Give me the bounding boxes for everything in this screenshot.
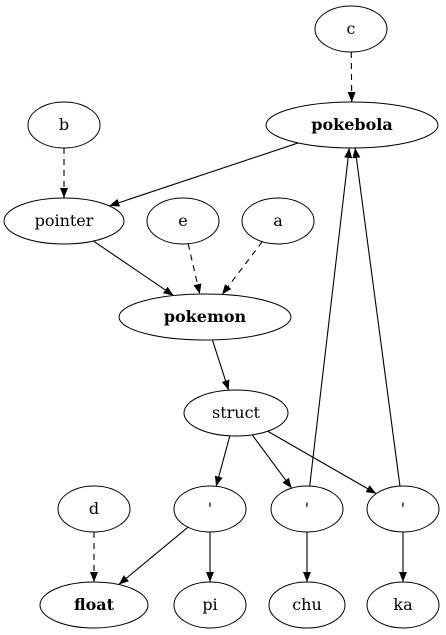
- node-prime-1[interactable]: ': [173, 485, 247, 533]
- node-ka-label: ka: [393, 595, 413, 614]
- edge-pokebola-to-pointer: [109, 142, 299, 207]
- node-d[interactable]: d: [57, 485, 131, 533]
- edge-pointer-to-pokemon: [93, 240, 174, 297]
- edge-struct-to-p1: [214, 435, 231, 487]
- edge-a-to-pokemon: [221, 241, 263, 295]
- nodes-layer: c pokebola b pointer e a pokemon struct: [3, 5, 440, 629]
- edge-e-to-pokemon: [187, 243, 202, 295]
- node-c[interactable]: c: [314, 5, 388, 53]
- node-struct[interactable]: struct: [183, 389, 289, 437]
- node-e-label: e: [178, 211, 187, 230]
- edges-layer: [60, 51, 407, 585]
- node-pokemon[interactable]: pokemon: [118, 293, 292, 341]
- node-b[interactable]: b: [27, 101, 101, 149]
- node-struct-label: struct: [212, 403, 261, 422]
- edge-struct-to-p2: [251, 434, 293, 489]
- node-chu[interactable]: chu: [268, 581, 346, 629]
- node-pointer-label: pointer: [35, 211, 94, 230]
- edge-p2-to-pokebola: [309, 147, 353, 487]
- node-chu-label: chu: [292, 595, 322, 614]
- node-pokebola[interactable]: pokebola: [265, 101, 439, 149]
- node-ka[interactable]: ka: [366, 581, 440, 629]
- edge-pokemon-to-struct: [211, 339, 230, 391]
- node-a-label: a: [273, 211, 283, 230]
- edge-p3-to-pokebola: [352, 147, 401, 487]
- node-d-label: d: [89, 499, 99, 518]
- edge-struct-to-p3: [267, 430, 377, 495]
- node-c-label: c: [347, 19, 356, 38]
- node-prime-3-label: ': [401, 499, 405, 518]
- node-float-label: float: [74, 595, 115, 614]
- node-b-label: b: [59, 115, 69, 134]
- node-pi[interactable]: pi: [173, 581, 247, 629]
- node-a[interactable]: a: [241, 197, 315, 245]
- node-pointer[interactable]: pointer: [3, 197, 125, 245]
- node-prime-2[interactable]: ': [270, 485, 344, 533]
- node-pokebola-label: pokebola: [311, 115, 392, 134]
- node-pokemon-label: pokemon: [164, 307, 247, 326]
- node-prime-2-label: ': [305, 499, 309, 518]
- node-float[interactable]: float: [39, 581, 149, 629]
- node-prime-3[interactable]: ': [366, 485, 440, 533]
- node-prime-1-label: ': [208, 499, 212, 518]
- node-pi-label: pi: [202, 595, 217, 614]
- node-e[interactable]: e: [146, 197, 220, 245]
- edge-c-to-pokebola: [347, 51, 356, 103]
- edge-p1-to-float: [118, 526, 189, 585]
